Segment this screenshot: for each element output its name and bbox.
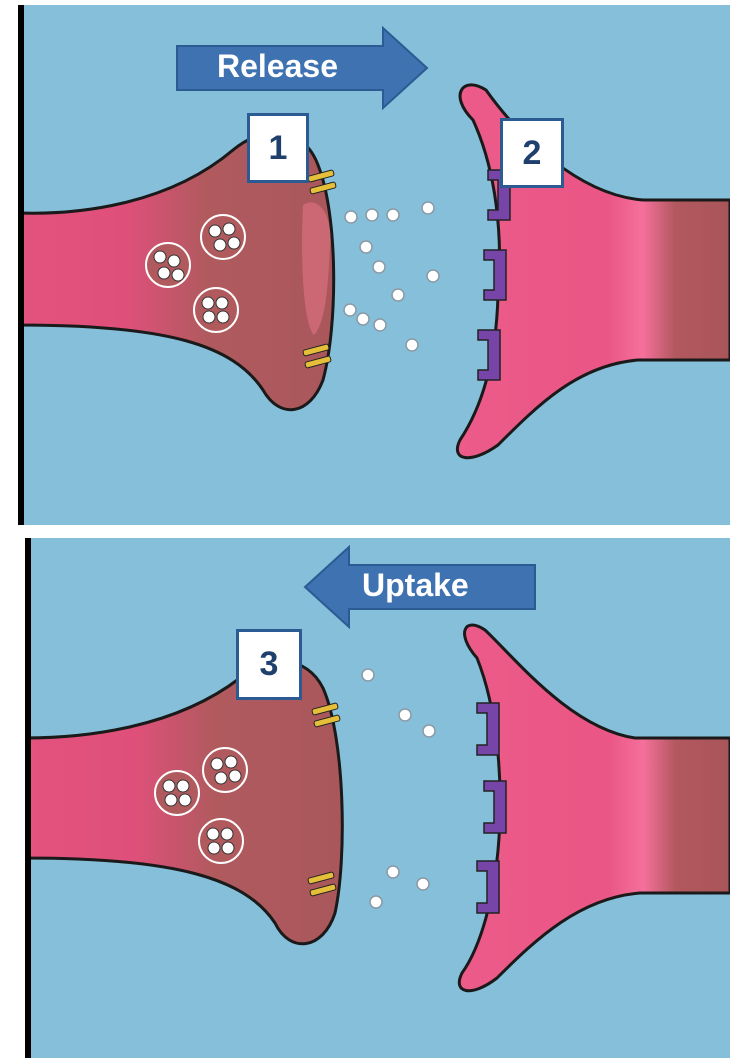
- vesicle: [155, 771, 199, 815]
- vesicle: [201, 215, 245, 259]
- label-3: 3: [236, 629, 302, 700]
- uptake-arrow: Uptake: [303, 545, 537, 629]
- uptake-label: Uptake: [362, 567, 469, 604]
- panel-uptake: Uptake 3: [25, 538, 730, 1058]
- release-arrow: Release: [175, 26, 430, 110]
- panel-border: [25, 538, 31, 1058]
- vesicle: [203, 748, 247, 792]
- panel-release: Release 1 2: [18, 5, 730, 525]
- release-label: Release: [217, 48, 338, 85]
- label-2: 2: [500, 118, 564, 188]
- vesicle: [199, 819, 243, 863]
- vesicle: [194, 288, 238, 332]
- panel-border: [18, 5, 24, 525]
- label-1: 1: [247, 113, 309, 183]
- vesicle: [146, 243, 190, 287]
